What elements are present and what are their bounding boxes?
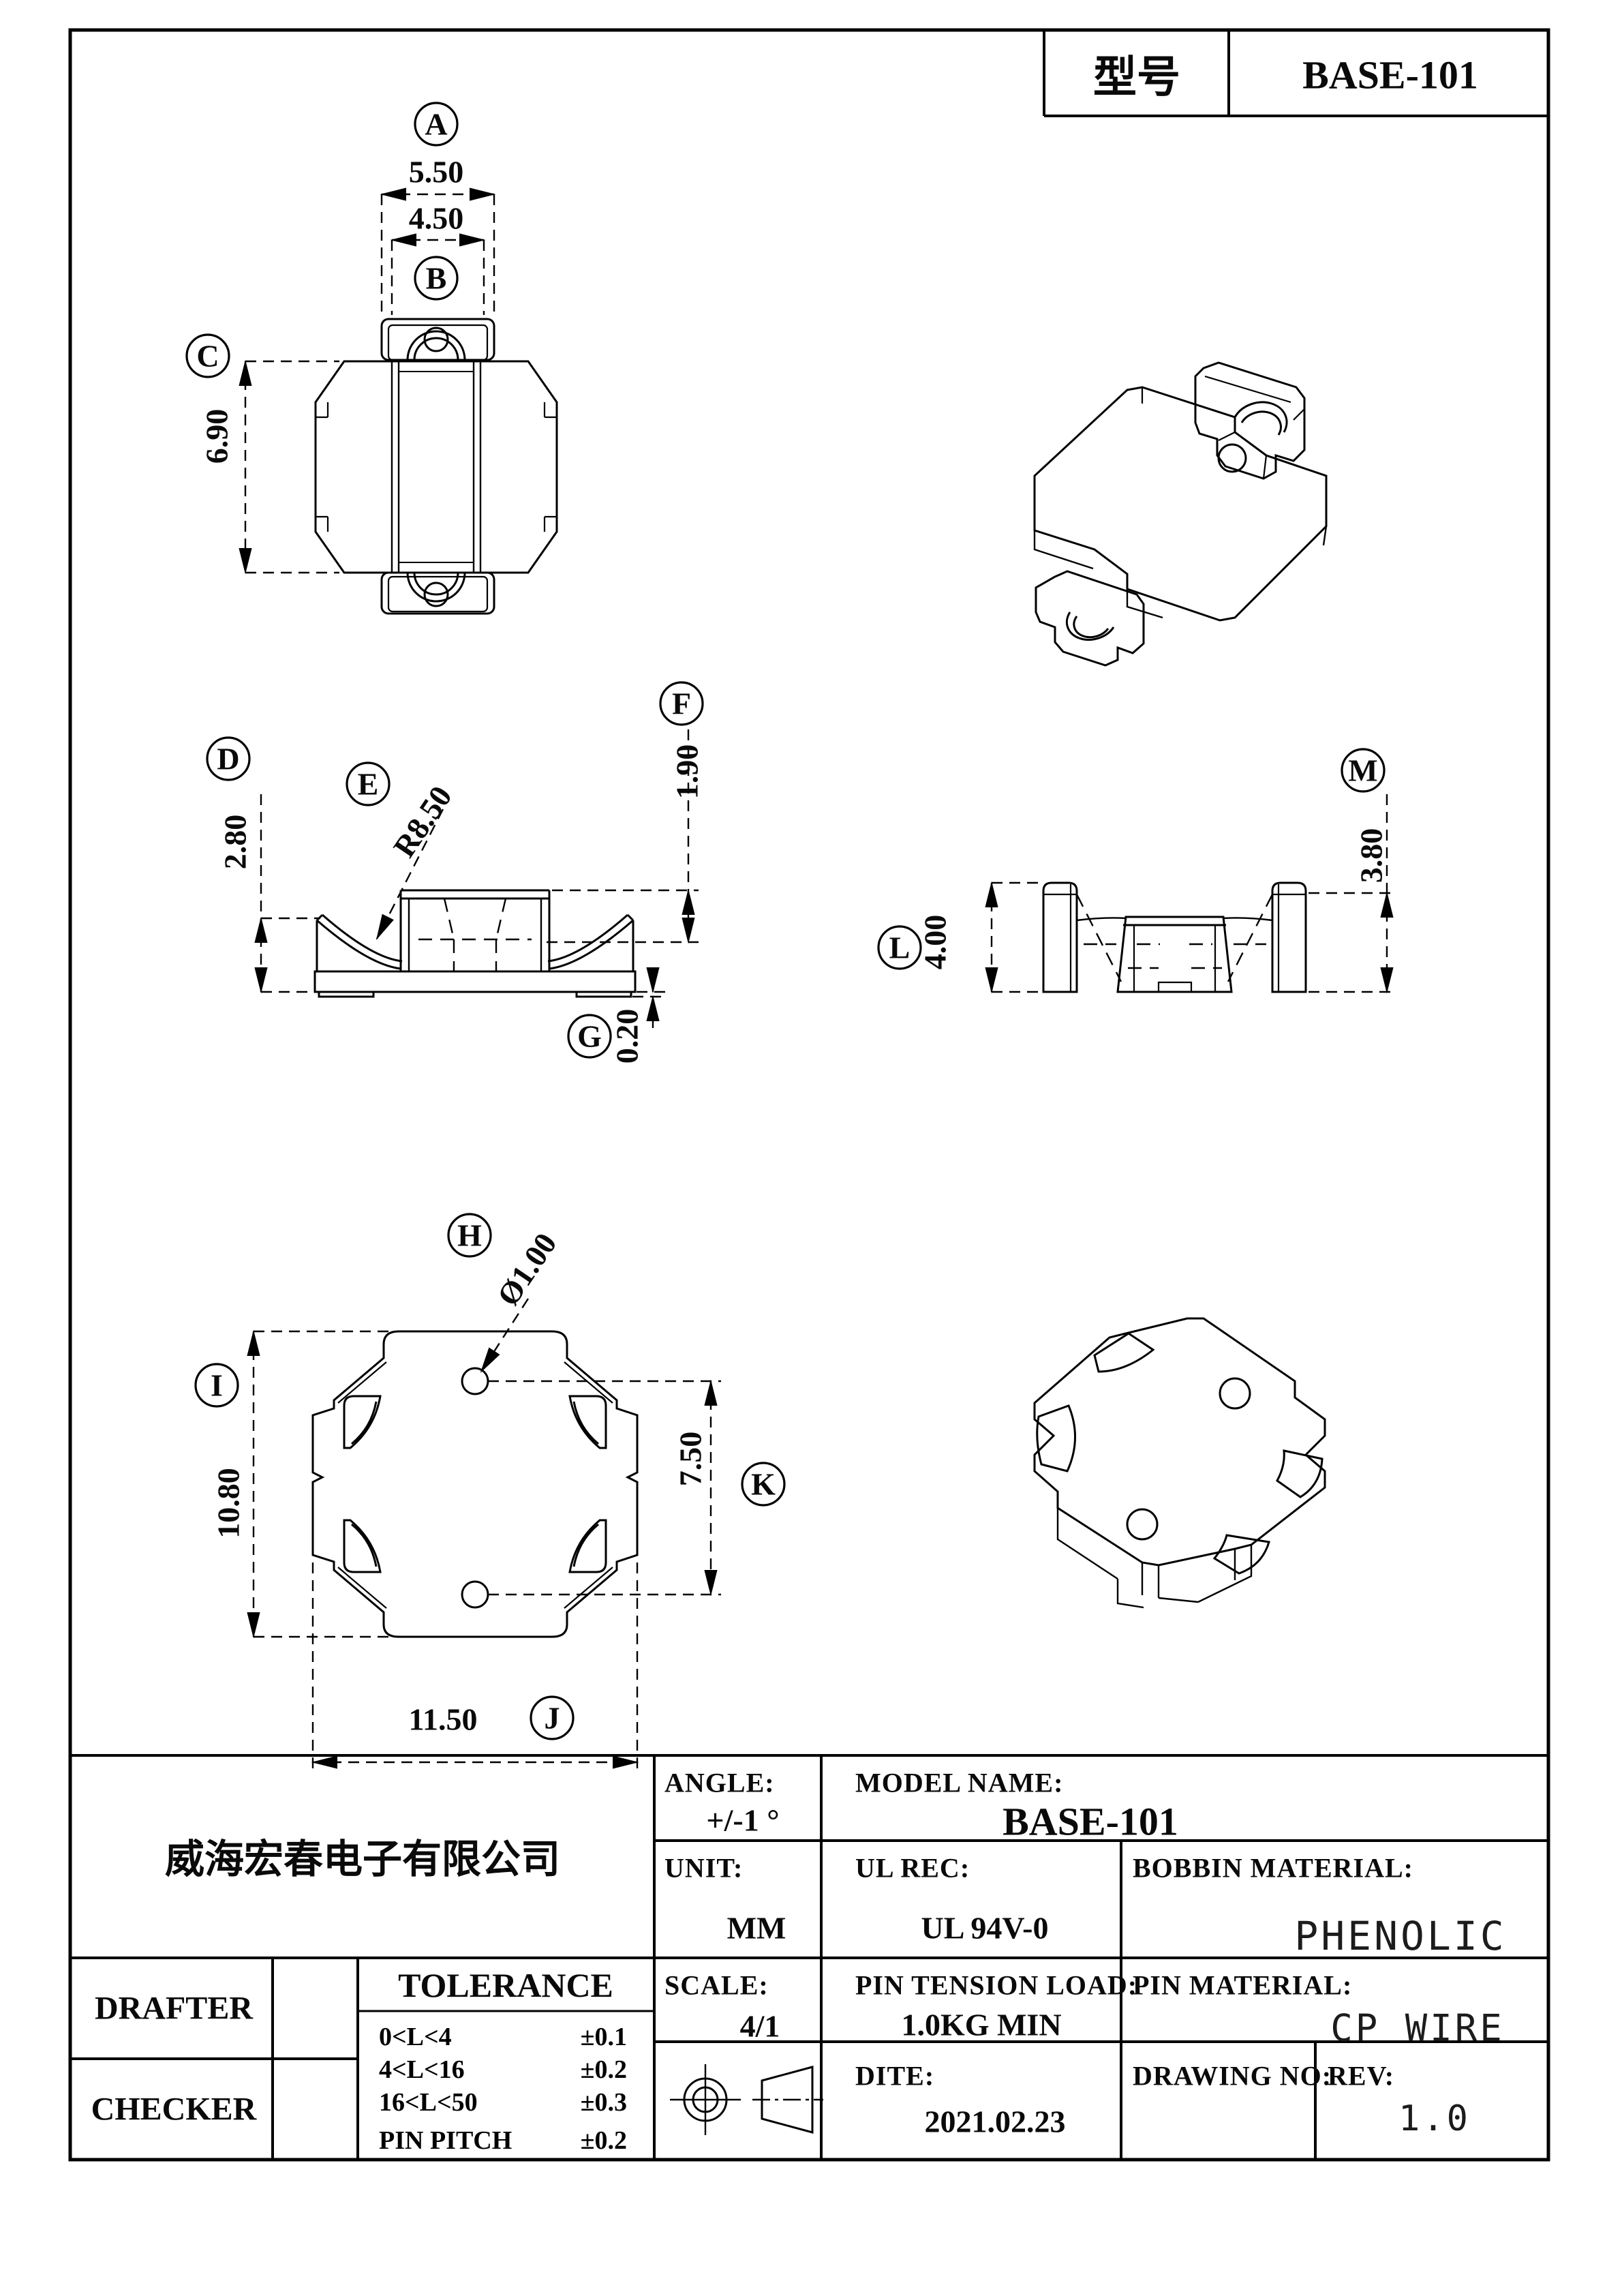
balloon-m: M xyxy=(1348,753,1378,788)
balloon-f: F xyxy=(671,686,692,721)
dim-l-value: 4.00 xyxy=(917,914,953,970)
tolerance-value: ±0.2 xyxy=(580,2055,627,2084)
dite-value: 2021.02.23 xyxy=(924,2104,1066,2139)
tolerance-row: 4<L<16 ±0.2 xyxy=(360,2055,646,2085)
balloon-c: C xyxy=(196,338,219,374)
model-name-value: BASE-101 xyxy=(1003,1799,1178,1844)
balloon-b: B xyxy=(425,260,447,296)
scale-label: SCALE: xyxy=(664,1969,769,2001)
dim-i-value: 10.80 xyxy=(211,1468,246,1539)
tolerance-value: ±0.2 xyxy=(580,2126,627,2155)
ul-rec-label: UL REC: xyxy=(855,1852,970,1884)
bobbin-material-label: BOBBIN MATERIAL: xyxy=(1133,1852,1413,1884)
model-no-value: BASE-101 xyxy=(1302,52,1478,97)
unit-value: MM xyxy=(726,1910,786,1946)
company-name: 威海宏春电子有限公司 xyxy=(164,1836,561,1882)
tolerance-row: 0<L<4 ±0.1 xyxy=(360,2022,646,2052)
balloon-d: D xyxy=(217,741,240,776)
title-block-grid xyxy=(70,1754,1548,2160)
tolerance-range: 4<L<16 xyxy=(379,2055,465,2084)
dims-front xyxy=(239,187,496,575)
balloon-g: G xyxy=(577,1018,602,1054)
unit-label: UNIT: xyxy=(664,1852,744,1884)
tolerance-range: 16<L<50 xyxy=(379,2088,478,2117)
pin-tension-label: PIN TENSION LOAD: xyxy=(855,1969,1138,2001)
angle-value: +/-1 ° xyxy=(706,1802,780,1838)
pin-material-label: PIN MATERIAL: xyxy=(1133,1969,1353,2001)
angle-label: ANGLE: xyxy=(664,1767,775,1798)
ul-rec-value: UL 94V-0 xyxy=(921,1910,1049,1946)
drafter-label: DRAFTER xyxy=(94,1990,254,2027)
sheet-frame xyxy=(68,28,1550,2162)
dim-m-value: 3.80 xyxy=(1353,828,1389,883)
tolerance-row: PIN PITCH ±0.2 xyxy=(360,2126,646,2156)
tolerance-row: 16<L<50 ±0.3 xyxy=(360,2087,646,2117)
balloon-k: K xyxy=(751,1466,776,1502)
balloon-j: J xyxy=(544,1700,560,1736)
dim-b-value: 4.50 xyxy=(408,200,464,236)
dim-d-value: 2.80 xyxy=(217,814,253,870)
bobbin-material-value: PHENOLIC xyxy=(1294,1913,1507,1959)
view-side-right xyxy=(1042,881,1307,993)
dims-bottom xyxy=(247,1298,721,1772)
tolerance-range: 0<L<4 xyxy=(379,2023,452,2051)
scale-value: 4/1 xyxy=(739,2008,780,2044)
dim-g-value: 0.20 xyxy=(609,1008,645,1064)
dims-side-left xyxy=(254,729,699,1028)
dim-k-value: 7.50 xyxy=(673,1431,708,1487)
balloon-i: I xyxy=(211,1368,223,1403)
projection-symbol xyxy=(670,2064,823,2135)
tolerance-value: ±0.3 xyxy=(580,2088,627,2117)
checker-label: CHECKER xyxy=(91,2091,257,2128)
balloon-circles xyxy=(185,102,1386,1740)
drawing-no-label: DRAWING NO: xyxy=(1133,2060,1332,2091)
balloon-a: A xyxy=(425,106,448,142)
view-iso-top xyxy=(1033,361,1328,667)
balloon-h: H xyxy=(457,1218,482,1253)
dim-j-value: 11.50 xyxy=(408,1702,478,1737)
dim-c-value: 6.90 xyxy=(199,408,234,464)
view-side-left xyxy=(313,889,637,998)
pin-material-value: CP WIRE xyxy=(1330,2006,1505,2050)
tolerance-value: ±0.1 xyxy=(580,2023,627,2051)
dims-side-right xyxy=(985,794,1397,994)
model-name-label: MODEL NAME: xyxy=(855,1767,1064,1798)
tolerance-range: PIN PITCH xyxy=(379,2126,512,2155)
model-no-label: 型号 xyxy=(1093,52,1180,103)
rev-value: 1.0 xyxy=(1398,2098,1471,2139)
tolerance-title: TOLERANCE xyxy=(398,1966,613,2004)
balloon-e: E xyxy=(357,766,379,802)
view-iso-bottom xyxy=(1033,1317,1326,1609)
view-front xyxy=(314,318,558,615)
dite-label: DITE: xyxy=(855,2060,935,2091)
pin-tension-value: 1.0KG MIN xyxy=(901,2007,1062,2042)
balloon-l: L xyxy=(889,930,911,965)
rev-label: REV: xyxy=(1328,2060,1395,2091)
view-bottom xyxy=(311,1330,639,1638)
dim-f-value: 1.90 xyxy=(669,744,705,800)
dim-a-value: 5.50 xyxy=(408,154,464,190)
